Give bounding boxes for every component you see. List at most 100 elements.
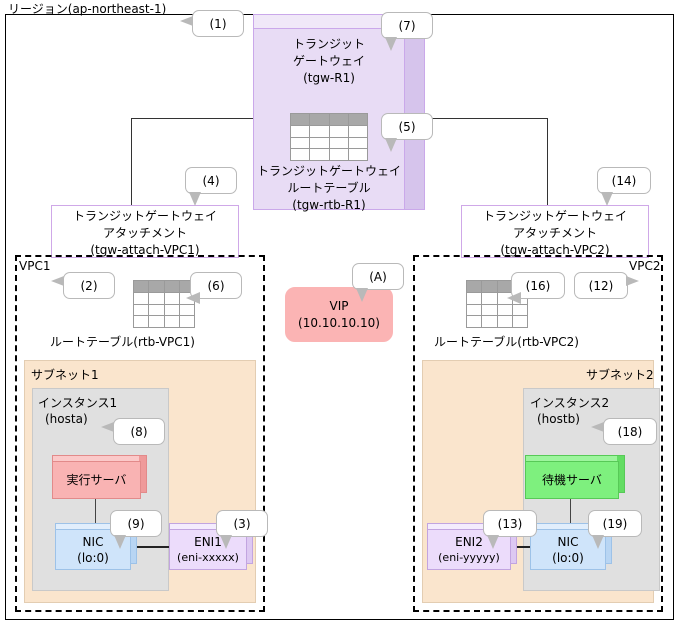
tgw-title-line-1: トランジット	[292, 37, 365, 51]
attachment-vpc2-line-2: アタッチメント	[512, 226, 597, 240]
tgw-route-table-grid-icon	[290, 113, 368, 161]
tgw-attachment-vpc1[interactable]: トランジットゲートウェイ アタッチメント (tgw-attach-VPC1)	[51, 205, 239, 258]
tgw-rt-line-3: (tgw-rtb-R1)	[292, 198, 366, 212]
vpc1-route-table-label: ルートテーブル(rtb-VPC1)	[50, 335, 195, 349]
vip-box[interactable]: VIP (10.10.10.10)	[285, 287, 393, 342]
nic2-front-face: NIC (lo:0)	[530, 529, 606, 570]
eni2-line-1: ENI2	[455, 534, 483, 549]
attachment-vpc2-line-1: トランジットゲートウェイ	[482, 209, 627, 223]
rt-cell	[497, 292, 512, 304]
nic1-line-2: (lo:0)	[77, 550, 109, 565]
rt-header-cell	[291, 114, 310, 125]
attachment-vpc1-line-1: トランジットゲートウェイ	[72, 209, 217, 223]
nic2-box[interactable]: NIC (lo:0)	[530, 523, 612, 570]
callout-9-tail	[114, 535, 126, 549]
instance2-label: インスタンス2 (hostb)	[530, 395, 609, 427]
tgw-route-table-label: トランジットゲートウェイ ルートテーブル (tgw-rtb-R1)	[246, 163, 412, 214]
tgw-left-connector-vertical	[131, 118, 132, 206]
standby-server-front-face: 待機サーバ	[525, 461, 619, 499]
eni1-line-2: (eni-xxxxx)	[177, 550, 239, 564]
callout-5[interactable]: (5)	[381, 113, 433, 140]
rt-cell	[164, 304, 179, 316]
callout-2[interactable]: (2)	[63, 272, 115, 299]
attachment-vpc1-line-3: (tgw-attach-VPC1)	[90, 243, 200, 257]
tgw-attachment-vpc2[interactable]: トランジットゲートウェイ アタッチメント (tgw-attach-VPC2)	[461, 205, 649, 258]
callout-13[interactable]: (13)	[483, 510, 537, 537]
instance1-label: インスタンス1 (hosta)	[38, 395, 117, 427]
rt-cell	[329, 137, 348, 149]
rt-cell	[482, 304, 497, 316]
callout-1-tail	[180, 16, 193, 26]
exec-server-front-face: 実行サーバ	[52, 461, 141, 499]
callout-4[interactable]: (4)	[185, 167, 237, 194]
rt-header-cell	[482, 281, 497, 292]
callout-A-label: (A)	[369, 269, 387, 284]
eni1-box[interactable]: ENI1 (eni-xxxxx)	[169, 523, 253, 570]
attachment-vpc2-line-3: (tgw-attach-VPC2)	[500, 243, 610, 257]
exec-server-to-nic-line	[95, 499, 96, 524]
callout-5-label: (5)	[398, 119, 416, 134]
rt-cell	[291, 149, 310, 160]
rt-cell	[329, 125, 348, 137]
rt-cell	[482, 292, 497, 304]
rt-cell	[149, 304, 164, 316]
eni2-box[interactable]: ENI2 (eni-yyyyy)	[427, 523, 517, 570]
callout-7[interactable]: (7)	[381, 12, 433, 39]
callout-1-label: (1)	[209, 16, 227, 31]
rt-cell	[467, 292, 482, 304]
rt-header-cell	[348, 114, 367, 125]
callout-19[interactable]: (19)	[588, 510, 642, 537]
rt-header-cell	[310, 114, 329, 125]
nic1-line-1: NIC	[82, 534, 104, 549]
vpc2-label: VPC2	[628, 259, 662, 273]
rt-cell	[467, 316, 482, 327]
nic2-line-2: (lo:0)	[552, 550, 584, 565]
callout-9-label: (9)	[127, 516, 145, 531]
callout-19-tail	[592, 535, 604, 549]
rt-header-cell	[329, 114, 348, 125]
callout-18[interactable]: (18)	[603, 418, 657, 445]
callout-6-label: (6)	[207, 278, 225, 293]
callout-9[interactable]: (9)	[110, 510, 162, 537]
callout-8-label: (8)	[130, 424, 148, 439]
instance1-line-1: インスタンス1	[38, 396, 118, 410]
callout-12[interactable]: (12)	[574, 272, 628, 299]
rt-cell	[291, 137, 310, 149]
callout-3-tail	[220, 535, 232, 549]
callout-3[interactable]: (3)	[216, 510, 268, 537]
instance2-line-1: インスタンス2	[530, 396, 610, 410]
exec-server-box[interactable]: 実行サーバ	[52, 455, 147, 499]
callout-3-label: (3)	[233, 516, 251, 531]
callout-13-label: (13)	[497, 516, 523, 531]
rt-cell	[497, 316, 512, 327]
tgw-left-connector-horizontal	[131, 118, 255, 119]
vpc2-route-table-label: ルートテーブル(rtb-VPC2)	[434, 335, 579, 349]
callout-1[interactable]: (1)	[192, 10, 244, 37]
callout-A[interactable]: (A)	[352, 263, 404, 290]
rt-header-cell	[497, 281, 512, 292]
eni1-line-1: ENI1	[194, 534, 222, 549]
callout-4-tail	[189, 192, 201, 206]
callout-12-label: (12)	[588, 278, 614, 293]
rt-cell	[348, 125, 367, 137]
callout-14[interactable]: (14)	[597, 167, 651, 194]
rt-cell	[310, 149, 329, 160]
rt-cell	[291, 125, 310, 137]
standby-server-side-face	[617, 455, 625, 493]
subnet2-label: サブネット2	[586, 368, 654, 382]
callout-14-tail	[601, 192, 613, 206]
vip-line-2: (10.10.10.10)	[298, 315, 380, 330]
rt-cell	[164, 316, 179, 327]
attachment-vpc1-line-2: アタッチメント	[102, 226, 187, 240]
standby-server-box[interactable]: 待機サーバ	[525, 455, 625, 499]
rt-cell	[164, 292, 179, 304]
callout-14-label: (14)	[611, 173, 637, 188]
callout-8[interactable]: (8)	[113, 418, 165, 445]
rt-cell	[310, 137, 329, 149]
rt-cell	[348, 149, 367, 160]
eni1-front-face: ENI1 (eni-xxxxx)	[169, 529, 247, 570]
vip-line-1: VIP	[329, 298, 349, 313]
rt-cell	[179, 304, 194, 316]
callout-18-label: (18)	[617, 424, 643, 439]
callout-8-tail	[101, 422, 114, 432]
